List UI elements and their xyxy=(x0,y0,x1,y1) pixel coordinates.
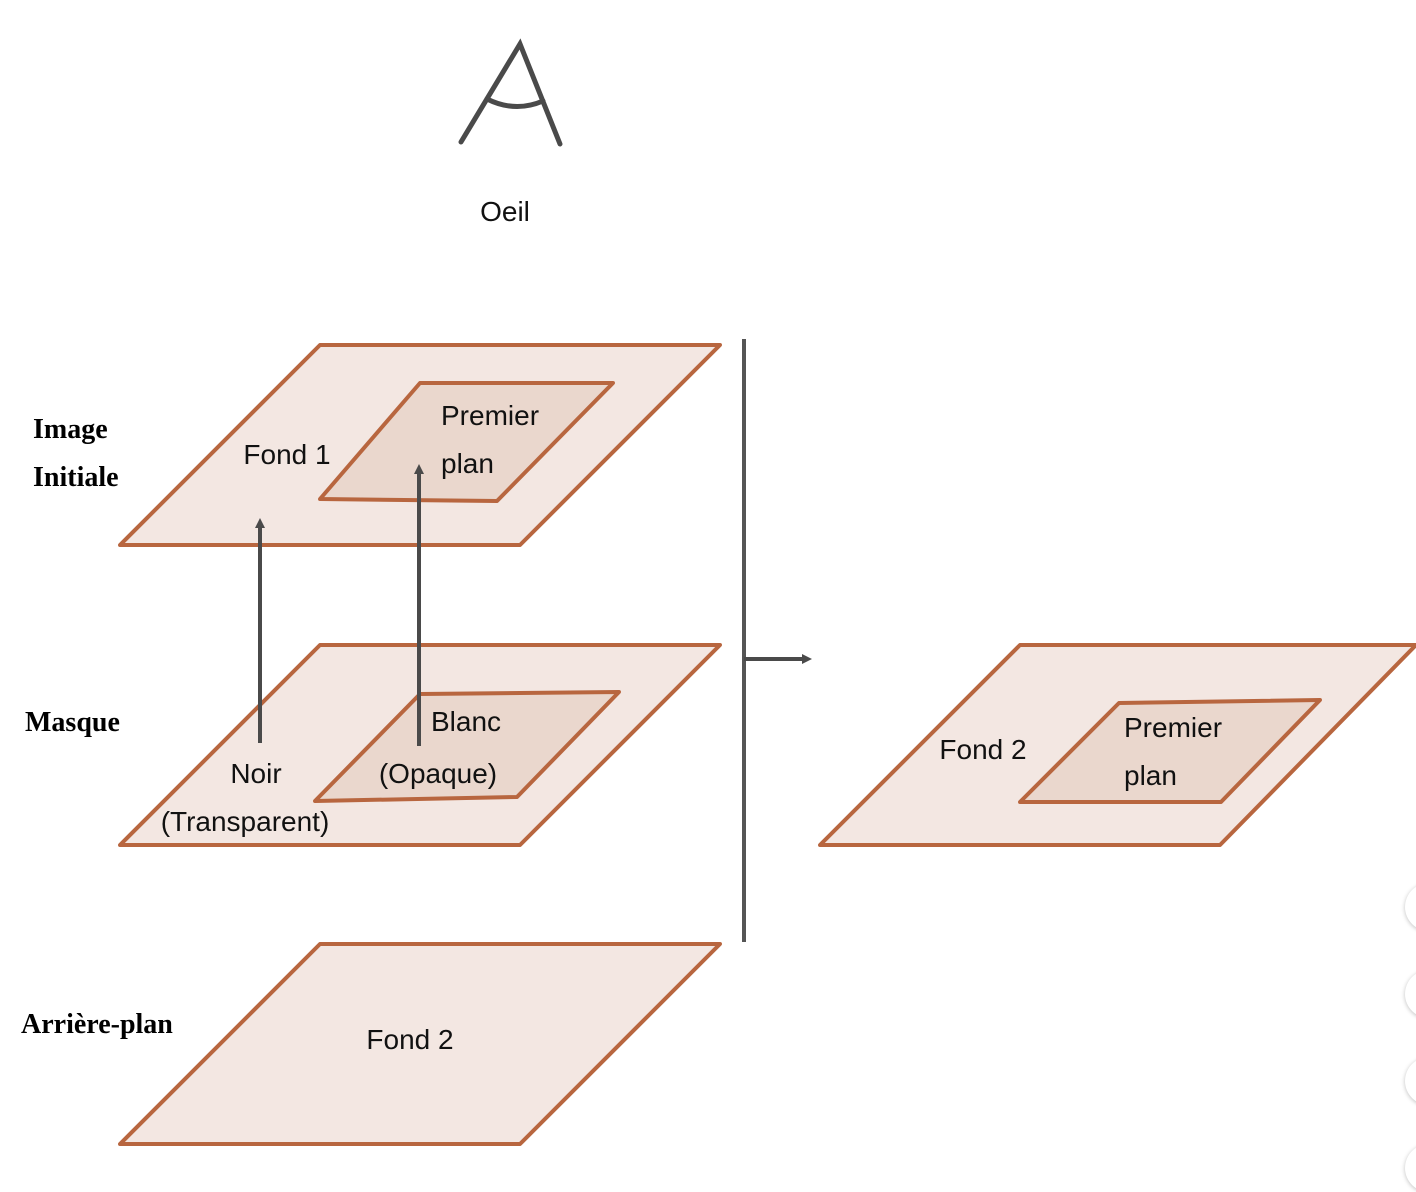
arriere-plan-title: Arrière-plan xyxy=(21,1009,173,1040)
fond2-label: Fond 2 xyxy=(366,1024,453,1055)
blanc-label: Blanc xyxy=(431,706,501,737)
side-button-2[interactable] xyxy=(1405,970,1416,1018)
fond1-label: Fond 1 xyxy=(243,439,330,470)
premier-plan-label-line1: Premier xyxy=(441,400,539,431)
image-initiale-foreground-plane xyxy=(318,381,615,503)
masque-white-region xyxy=(313,690,621,803)
opaque-label: (Opaque) xyxy=(379,758,497,789)
result-premier-label-line2: plan xyxy=(1124,760,1177,791)
image-initiale-title-line2: Initiale xyxy=(33,462,119,493)
noir-label: Noir xyxy=(230,758,281,789)
premier-plan-label-line2: plan xyxy=(441,448,494,479)
side-button-4[interactable] xyxy=(1405,1144,1416,1192)
result-fond2-label: Fond 2 xyxy=(939,734,1026,765)
eye-label: Oeil xyxy=(480,196,530,227)
side-button-3[interactable] xyxy=(1405,1057,1416,1105)
result-premier-label-line1: Premier xyxy=(1124,712,1222,743)
arriere-plan-plane xyxy=(118,942,722,1146)
side-button-1[interactable] xyxy=(1405,883,1416,931)
result-foreground-plane xyxy=(1018,698,1322,804)
eye-icon xyxy=(458,38,563,147)
image-initiale-title-line1: Image xyxy=(33,414,108,445)
transparent-label: (Transparent) xyxy=(161,806,330,837)
masque-title: Masque xyxy=(25,707,120,738)
